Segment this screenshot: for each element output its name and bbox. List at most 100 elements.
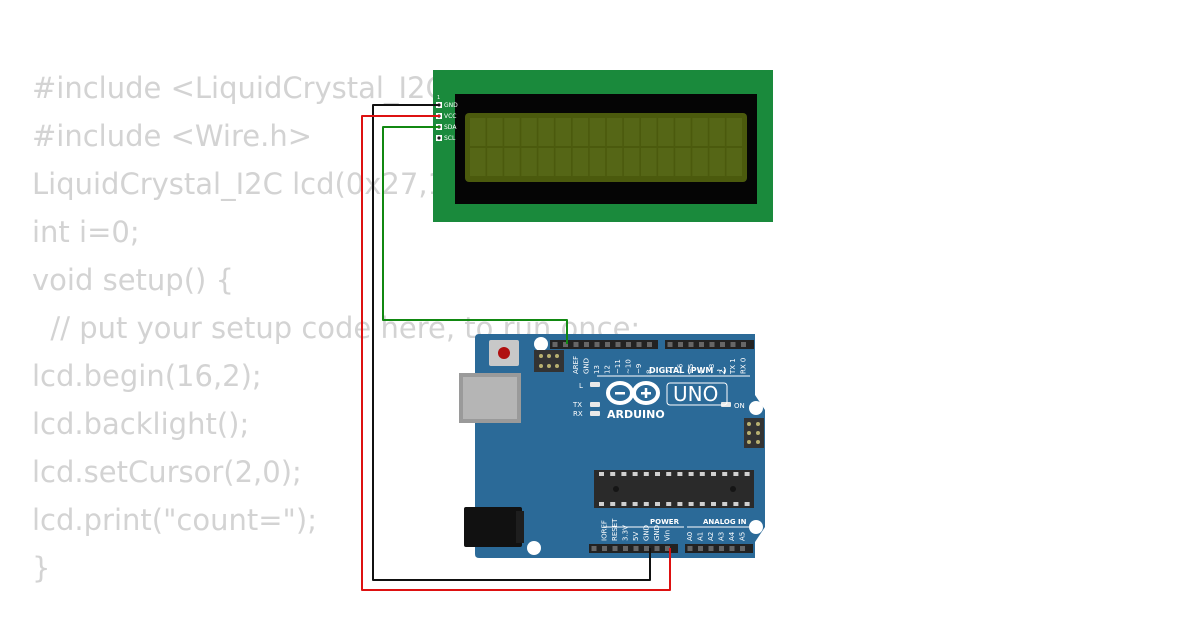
power-pin-label: IOREF: [601, 520, 609, 541]
digital-pin-socket[interactable]: [678, 342, 683, 347]
chip-pin: [621, 472, 627, 476]
uno-label: UNO: [673, 382, 718, 406]
mounting-hole: [527, 541, 541, 555]
bottom-pin-socket[interactable]: [740, 546, 745, 551]
vcc-wire[interactable]: [361, 115, 671, 591]
digital-pin-socket[interactable]: [709, 342, 715, 347]
chip-pin: [610, 472, 616, 476]
lcd-character-cell: [641, 118, 657, 146]
bottom-pin-socket[interactable]: [698, 546, 703, 551]
lcd-character-cell: [538, 148, 554, 176]
mounting-hole: [534, 337, 548, 351]
lcd-pin-label: SCL: [444, 135, 456, 142]
digital-pin-socket[interactable]: [699, 342, 704, 347]
digital-pin-socket[interactable]: [563, 342, 568, 347]
digital-pin-socket[interactable]: [730, 342, 736, 347]
lcd-character-cell: [555, 148, 571, 176]
led-l-label: L: [579, 382, 583, 390]
bottom-pin-socket[interactable]: [644, 546, 649, 551]
digital-pin-socket[interactable]: [584, 342, 589, 347]
lcd-character-cell: [589, 148, 606, 176]
sda-wire[interactable]: [382, 126, 568, 344]
digital-pin-socket[interactable]: [594, 342, 600, 347]
lcd-character-cell: [623, 118, 640, 146]
bottom-pin-socket[interactable]: [654, 546, 660, 551]
chip-pin: [632, 502, 638, 506]
bottom-pin-socket[interactable]: [623, 546, 628, 551]
digital-pin-label: ~3: [708, 364, 716, 374]
lcd-character-cell: [623, 148, 640, 176]
bottom-pin-socket[interactable]: [687, 546, 693, 551]
lcd-pin-label: VCC: [444, 113, 456, 120]
digital-pin-socket[interactable]: [636, 342, 642, 347]
chip-pin: [722, 502, 728, 506]
digital-pin-socket[interactable]: [647, 342, 652, 347]
chip-pin: [733, 472, 739, 476]
digital-pin-socket[interactable]: [626, 342, 631, 347]
code-line: #include <Wire.h>: [32, 119, 313, 153]
bottom-pin-socket[interactable]: [719, 546, 724, 551]
digital-pin-label: ~11: [614, 359, 622, 374]
digital-pin-socket[interactable]: [741, 342, 746, 347]
wires: [361, 104, 671, 591]
digital-pin-label: RX 0: [740, 358, 748, 374]
bottom-pin-socket[interactable]: [612, 546, 618, 551]
lcd-character-cell: [726, 148, 742, 176]
bottom-pin-socket[interactable]: [665, 546, 670, 551]
chip-pin: [643, 472, 649, 476]
bottom-pin-socket[interactable]: [633, 546, 639, 551]
lcd-character-cell: [521, 148, 537, 176]
lcd-character-cell: [555, 118, 571, 146]
digital-pin-socket[interactable]: [605, 342, 610, 347]
lcd-character-cell: [538, 118, 554, 146]
digital-pin-socket[interactable]: [720, 342, 725, 347]
led-tx: [590, 402, 600, 407]
analog-pin-label: A0: [686, 532, 694, 541]
digital-pin-socket[interactable]: [667, 342, 673, 347]
code-line: lcd.setCursor(2,0);: [32, 455, 302, 489]
digital-pin-socket[interactable]: [615, 342, 621, 347]
lcd-character-cell: [572, 148, 589, 176]
digital-pin-label: 13: [593, 365, 601, 374]
digital-pin-label: ~5: [687, 364, 695, 374]
dc-power-jack: [464, 507, 524, 547]
lcd-character-cell: [504, 148, 520, 176]
icsp-header: [534, 350, 564, 372]
power-pin-label: GND: [653, 525, 661, 541]
chip-pin: [711, 502, 716, 506]
lcd-character-cell: [606, 148, 623, 176]
atmega-chip: [594, 470, 754, 508]
bottom-pin-socket[interactable]: [591, 546, 597, 551]
digital-pin-socket[interactable]: [573, 342, 579, 347]
code-line: }: [32, 551, 51, 585]
chip-pin: [688, 472, 694, 476]
chip-pin: [666, 472, 672, 476]
digital-pin-label: 12: [604, 365, 612, 374]
power-pin-label: Vin: [664, 530, 672, 541]
lcd-character-cell: [470, 118, 486, 146]
bottom-pin-socket[interactable]: [708, 546, 714, 551]
gnd-wire[interactable]: [372, 104, 651, 581]
led-l: [590, 382, 600, 387]
lcd-character-cell: [658, 148, 674, 176]
lcd-character-cell: [470, 148, 486, 176]
digital-pin-label: ~6: [677, 363, 685, 374]
reset-button[interactable]: [489, 340, 519, 366]
digital-pin-socket[interactable]: [688, 342, 694, 347]
bottom-pin-socket[interactable]: [602, 546, 607, 551]
arduino-brand-label: ARDUINO: [607, 408, 665, 421]
digital-pin-label: GND: [583, 358, 591, 374]
analog-pin-label: A4: [728, 531, 736, 541]
led-tx-label: TX: [572, 401, 582, 409]
bottom-pin-socket[interactable]: [729, 546, 735, 551]
code-line: int i=0;: [32, 215, 140, 249]
digital-pin-socket[interactable]: [552, 342, 558, 347]
power-pin-label: 5V: [632, 532, 640, 541]
lcd-pin-label: GND: [444, 102, 458, 109]
lcd-character-cell: [658, 118, 674, 146]
digital-pin-label: ~10: [625, 359, 633, 374]
chip-pin: [599, 502, 604, 506]
lcd-character-cell: [709, 118, 725, 146]
